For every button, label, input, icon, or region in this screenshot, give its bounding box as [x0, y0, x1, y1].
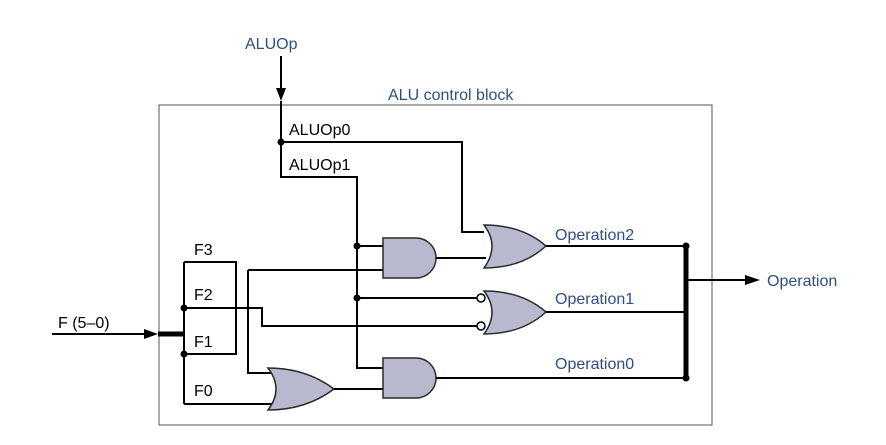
function-bus-arrow — [52, 329, 158, 339]
operation0-label: Operation0 — [555, 356, 634, 373]
operation2-bus-junction — [682, 242, 690, 250]
aluop1-junction-or — [353, 294, 361, 302]
f2-junction — [180, 304, 188, 312]
or-gate-operation2 — [482, 224, 548, 269]
f3-label: F3 — [194, 242, 213, 259]
f2-label: F2 — [194, 287, 213, 304]
operation0-bus-junction — [682, 374, 690, 382]
and-gate-top — [382, 237, 437, 279]
aluop0-label: ALUOp0 — [289, 122, 350, 139]
operation1-label: Operation1 — [555, 291, 634, 308]
f0-label: F0 — [194, 383, 213, 400]
aluop1-label: ALUOp1 — [289, 157, 350, 174]
operation-label: Operation — [767, 273, 837, 290]
operation-output-arrow — [686, 275, 760, 285]
block-title: ALU control block — [388, 87, 514, 104]
aluop1-junction-and — [353, 242, 361, 250]
function-bus-label: F (5–0) — [58, 315, 110, 332]
aluop1-wire — [280, 142, 480, 369]
operation2-label: Operation2 — [555, 227, 634, 244]
aluop0-wire — [280, 101, 484, 233]
or-gate-f0 — [266, 367, 336, 411]
and-gate-bottom — [382, 357, 437, 399]
or-gate-operation1-bubble-bottom — [476, 321, 486, 331]
aluop-label: ALUOp — [245, 36, 298, 53]
or-gate-operation1-bubble-top — [476, 293, 486, 303]
aluop-input-arrow — [276, 56, 286, 101]
f1-junction — [180, 350, 188, 358]
f2-wire — [184, 307, 480, 327]
f1-label: F1 — [194, 334, 213, 351]
aluop-junction-top — [277, 138, 285, 146]
or-gate-operation1 — [482, 290, 548, 335]
f3-cross-wire — [247, 270, 275, 374]
